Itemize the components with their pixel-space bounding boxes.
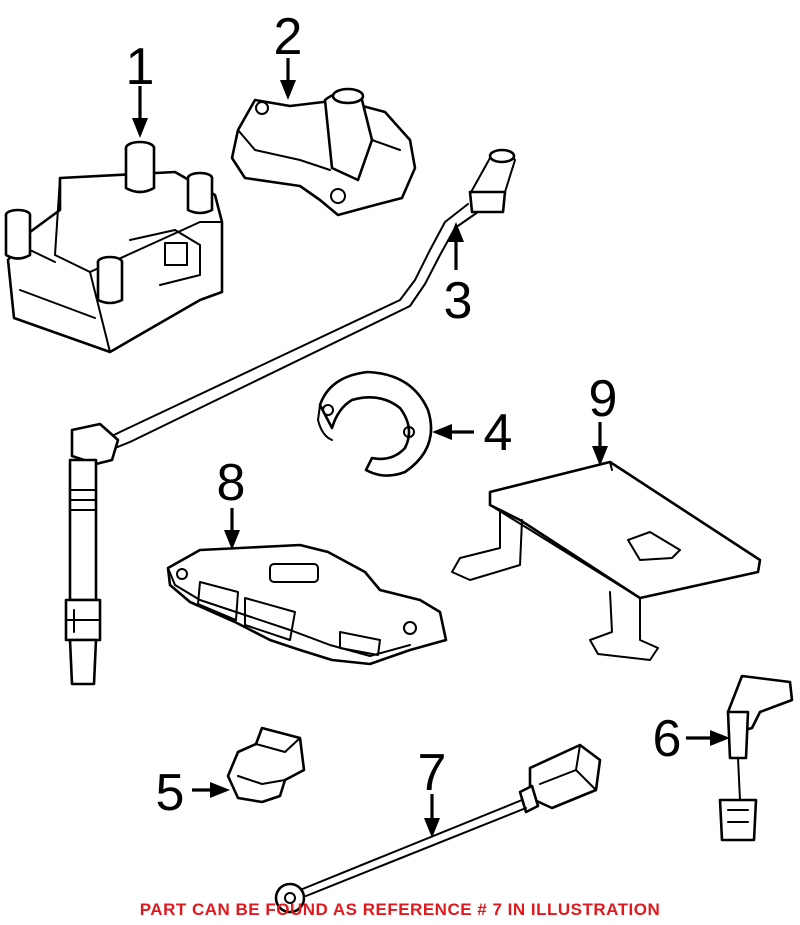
callout-number-2: 2 [274, 8, 303, 66]
callout-arrow-1 [132, 86, 148, 138]
position-sensor-part[interactable] [226, 726, 306, 804]
callout-number-4: 4 [484, 404, 513, 462]
oxygen-sensor-cable-part[interactable] [64, 148, 516, 686]
callout-arrow-4 [432, 424, 474, 440]
callout-number-8: 8 [217, 454, 246, 512]
sensor-ring-part[interactable] [317, 370, 433, 477]
ignition-coil-part[interactable] [4, 140, 224, 354]
reference-note: PART CAN BE FOUND AS REFERENCE # 7 IN IL… [139, 900, 661, 919]
callout-number-3: 3 [444, 272, 473, 330]
callout-number-1: 1 [126, 38, 155, 96]
callout-number-5: 5 [156, 764, 185, 822]
knock-sensor-part[interactable] [274, 743, 602, 914]
callout-arrow-6 [686, 730, 730, 746]
callout-arrow-2 [280, 58, 296, 100]
module-bracket-part[interactable] [451, 460, 762, 661]
callout-arrows [132, 58, 730, 838]
callout-number-6: 6 [653, 710, 682, 768]
speed-sensor-part[interactable] [718, 674, 794, 842]
callout-arrow-8 [224, 508, 240, 550]
engine-control-module-part[interactable] [166, 543, 448, 666]
callout-number-7: 7 [418, 744, 447, 802]
sensor-bracket-part[interactable] [230, 87, 417, 217]
callout-number-9: 9 [589, 370, 618, 428]
callout-arrow-3 [448, 222, 464, 270]
callout-arrow-5 [192, 782, 230, 798]
callout-arrow-9 [592, 422, 608, 466]
callout-numbers: 1 2 3 4 5 6 7 8 9 [126, 8, 682, 822]
callout-arrow-7 [424, 794, 440, 838]
